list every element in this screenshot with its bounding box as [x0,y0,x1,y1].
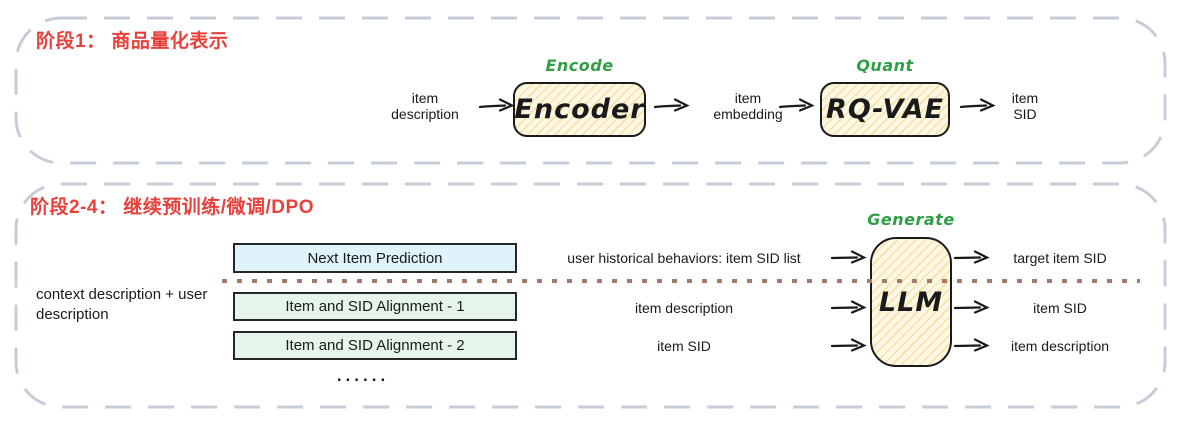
llm-input-label-2: item description [634,300,734,316]
arrow-icon [831,300,867,314]
encoder-box-label: Encoder [514,94,645,125]
task-box-alignment-2: Item and SID Alignment - 2 [233,331,517,360]
llm-box-label: LLM [878,286,944,318]
quant-tag: Quant [856,56,914,75]
arrow-icon [654,98,690,112]
stage2-title: 阶段2-4： 继续预训练/微调/DPO [30,197,314,218]
llm-box: LLM [870,237,952,367]
task-label: Next Item Prediction [307,249,443,267]
context-description-label: context description + user description [36,286,208,323]
arrow-icon [954,338,990,352]
rqvae-box: RQ-VAE [820,82,950,137]
dpo-divider-dotted-line [222,279,1140,283]
more-tasks-ellipsis: ...... [336,366,390,385]
stage1-title: 阶段1： 商品量化表示 [36,31,229,52]
llm-input-label-1: user historical behaviors: item SID list [567,250,801,266]
stage1-input-label: item description [391,90,459,122]
arrow-icon [960,98,996,112]
stage1-output-label: item SID [1011,90,1039,122]
task-label: Item and SID Alignment - 2 [285,337,465,354]
task-box-next-item-prediction: Next Item Prediction [233,243,517,273]
llm-input-label-3: item SID [657,338,711,354]
encoder-box: Encoder [513,82,646,137]
arrow-icon [831,338,867,352]
rqvae-box-label: RQ-VAE [826,94,944,125]
stage1-embedding-label: item embedding [713,90,783,122]
task-label: Item and SID Alignment - 1 [285,298,465,315]
arrow-icon [779,98,815,112]
arrow-icon [831,250,867,264]
llm-output-label-3: item description [1010,338,1110,354]
encode-tag: Encode [545,56,614,75]
generate-tag: Generate [867,210,955,229]
arrow-icon [479,98,515,112]
task-box-alignment-1: Item and SID Alignment - 1 [233,292,517,321]
arrow-icon [954,250,990,264]
llm-output-label-2: item SID [1033,300,1087,316]
arrow-icon [954,300,990,314]
llm-output-label-1: target item SID [1013,250,1107,266]
